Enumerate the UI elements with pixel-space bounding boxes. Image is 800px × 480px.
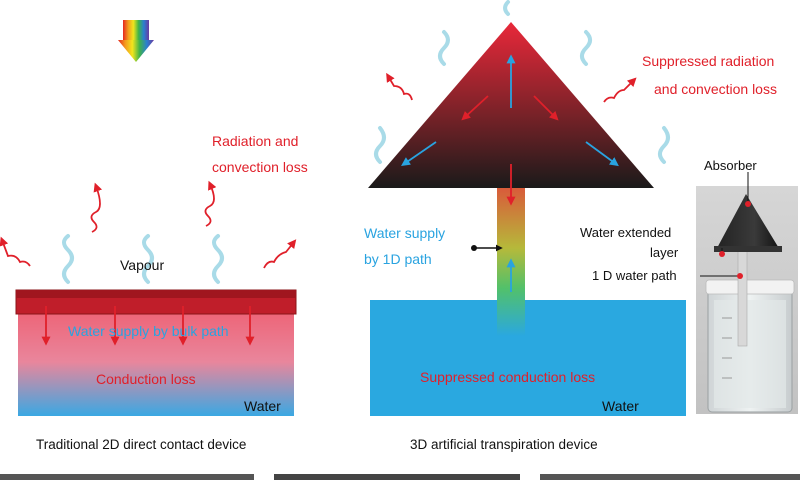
water-label-left: Water [244,398,281,414]
bottom-photo-strip [0,474,800,480]
vapour-wave-icon [438,30,450,66]
vapour-wave-icon [212,234,224,284]
internal-arrows [401,54,619,292]
heat-arrow [461,95,489,121]
suppressed-radiation-line2: and convection loss [654,81,777,97]
vapour-waves-right [374,0,670,164]
bulk-water-body [18,296,294,416]
water-path-label: 1 D water path [592,268,677,283]
radiation-arrow-icon [263,239,297,269]
vapour-wave-icon [374,126,386,164]
absorber-label: Absorber [704,158,757,173]
suppressed-radiation-line1: Suppressed radiation [642,53,774,69]
vapour-wave-icon [503,0,510,16]
suppressed-conduction-label: Suppressed conduction loss [420,369,595,385]
radiation-arrow-icon [204,180,217,227]
radiation-arrows-left [0,180,297,269]
radiation-arrow-icon [90,182,103,233]
water-reservoir [370,300,686,416]
device-photo [696,186,798,414]
photo-pointers [700,172,751,279]
radiation-arrow-icon [0,236,31,267]
water-supply-1d-line2: by 1D path [364,251,432,267]
water-extended-line2: layer [650,245,679,260]
vapour-wave-icon [142,234,154,284]
vapour-label: Vapour [120,257,164,273]
radiation-label-line2: convection loss [212,159,308,175]
water-flow-arrow [585,141,619,167]
water-supply-bulk-label: Water supply by bulk path [68,323,229,339]
water-path-stem [737,235,748,347]
caption-3d-device: 3D artificial transpiration device [410,437,598,452]
vapour-waves-left [62,234,224,284]
caption-2d-device: Traditional 2D direct contact device [36,437,246,452]
radiation-arrows-right [386,72,637,103]
conduction-loss-label: Conduction loss [96,371,196,387]
radiation-arrow-icon [386,72,413,101]
vapour-wave-icon [62,234,74,284]
pointer-1d-path [471,244,503,252]
radiation-label-line1: Radiation and [212,133,298,149]
water-flow-arrow [401,141,437,167]
water-label-right: Water [602,398,639,414]
conduction-arrows [41,306,255,346]
cone-absorber [716,194,780,250]
sunlight-arrow-icon [118,20,154,62]
absorber-layer-top [16,290,296,298]
water-supply-1d-line1: Water supply [364,225,445,241]
radiation-arrow-icon [603,77,637,103]
vapour-wave-icon [580,30,592,66]
heat-arrow [533,95,559,121]
water-extended-line1: Water extended [580,225,671,240]
vapour-wave-icon [658,126,670,164]
